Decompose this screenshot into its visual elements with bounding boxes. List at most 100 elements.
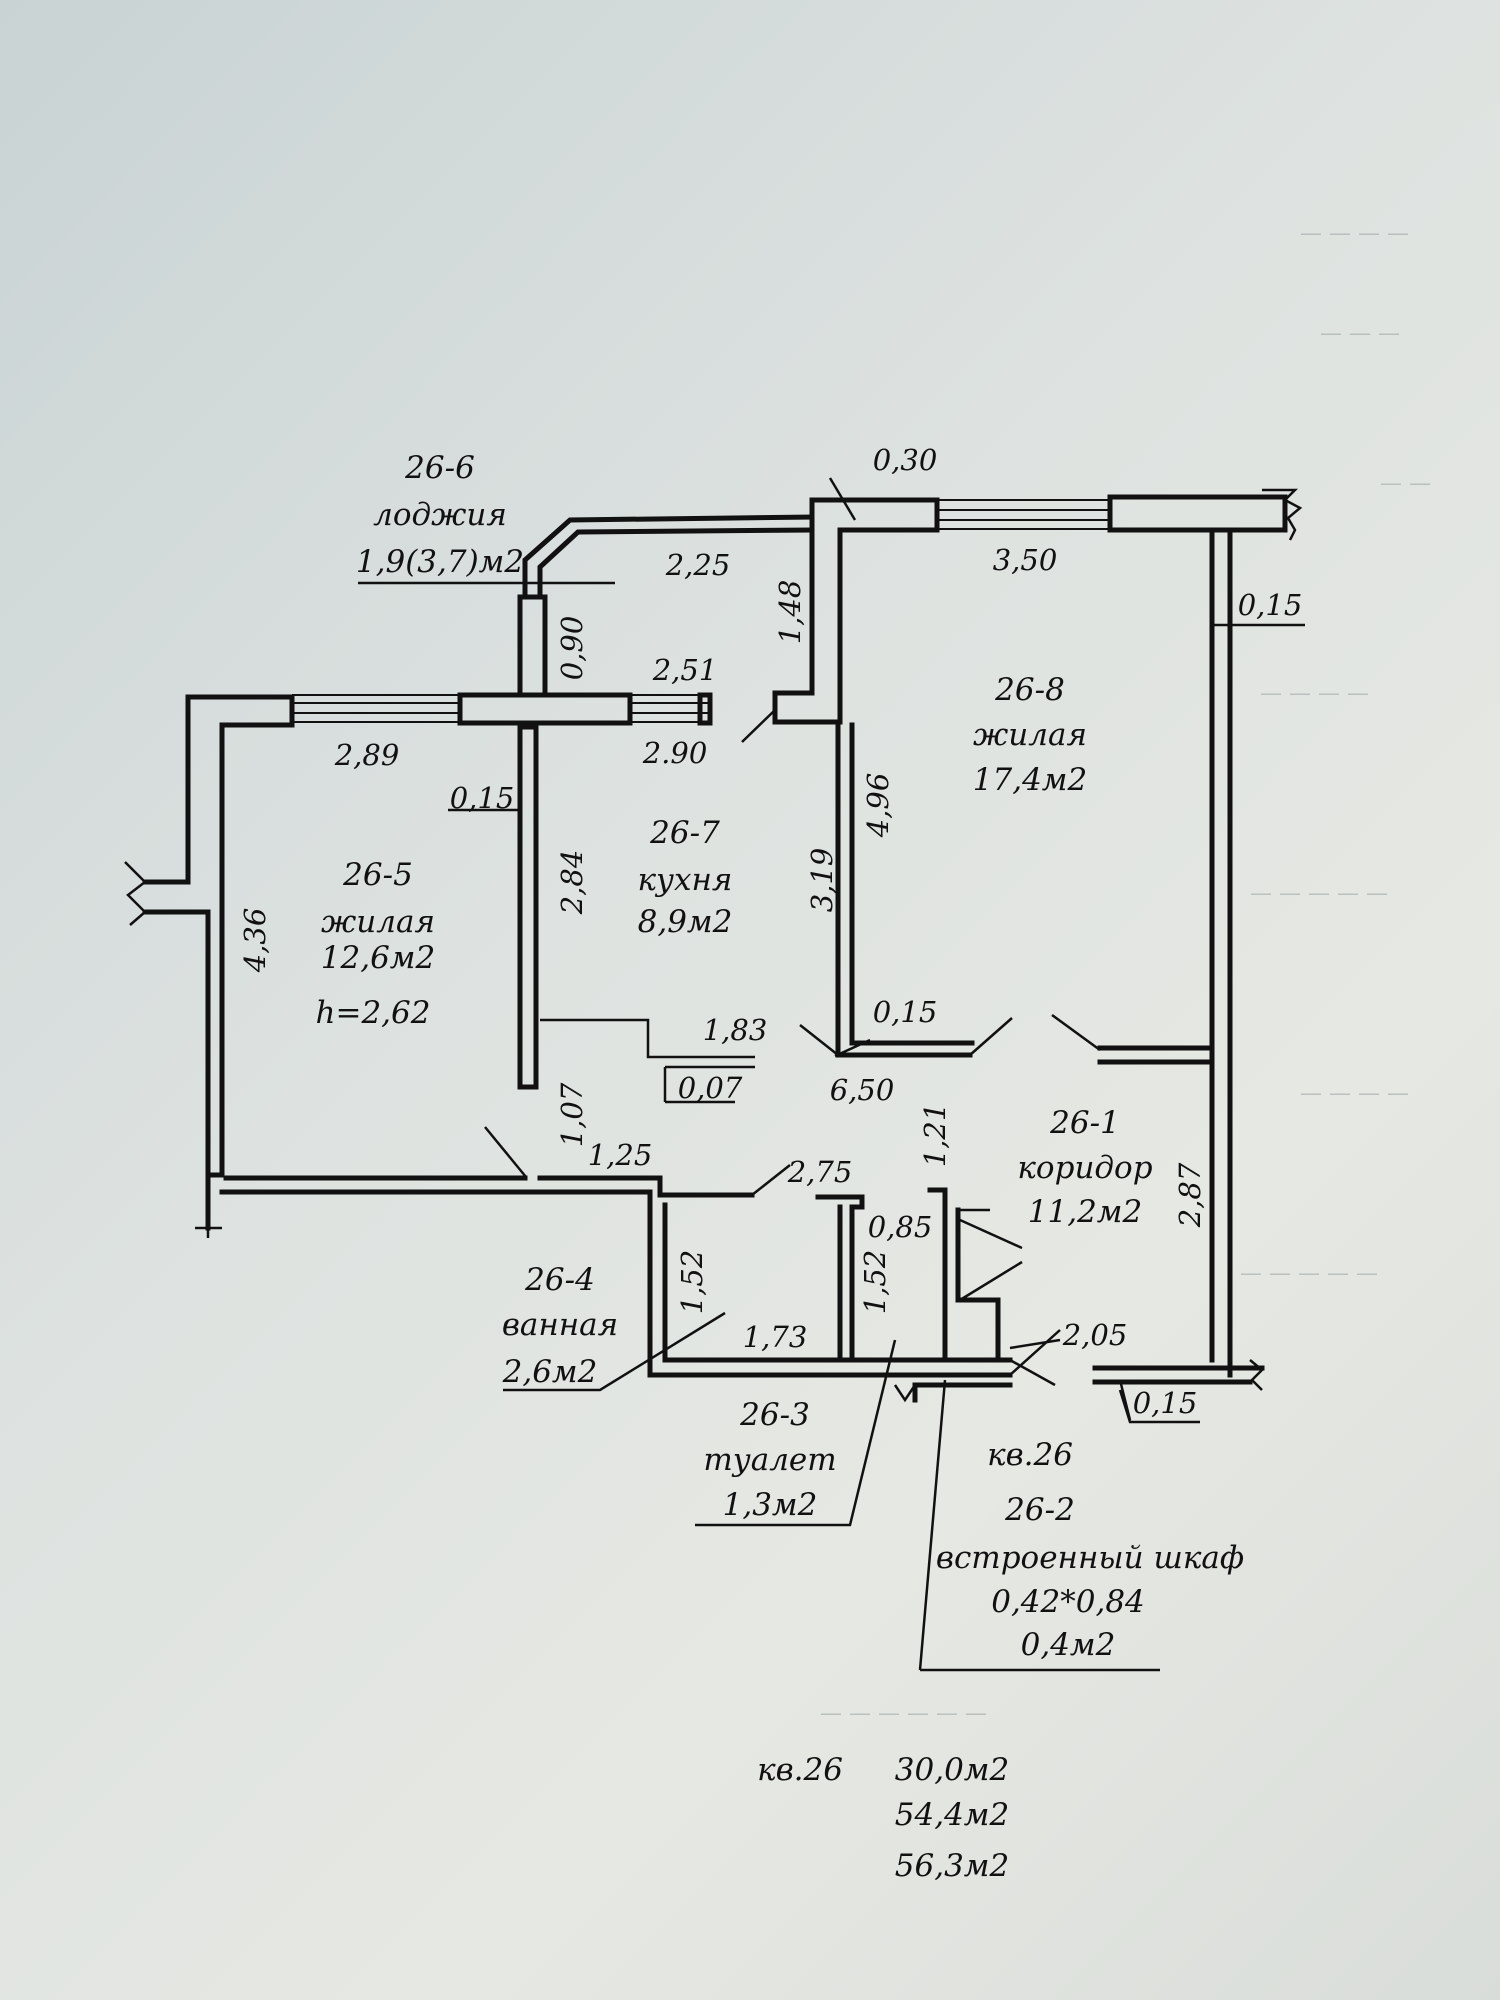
door-swing [959,1218,1023,1250]
room-id: 26-4 [524,1262,595,1298]
dimension: 6,50 [830,1073,895,1107]
dimension: 2,89 [334,738,400,772]
dimension: 2,87 [1173,1162,1207,1228]
room-id: 26-3 [739,1397,810,1433]
dimension: 4,36 [238,908,272,974]
closet-wall [927,1187,1001,1363]
wall-pier [1107,494,1288,533]
window [937,499,1110,530]
left-wall-outer [142,909,211,1231]
summary-label: кв.26 [757,1752,843,1788]
dimension: 3,19 [805,848,839,913]
doors [484,709,1101,1387]
window [292,694,460,723]
door-swing [799,1024,839,1056]
room-26-2: 26-2 встроенный шкаф 0,42*0,84 0,4м2 [936,1492,1244,1663]
room-id: 26-5 [342,857,413,893]
loggia-wall-inner [537,527,815,598]
room-name: жилая [321,904,435,940]
room-id: 26-2 [1004,1492,1075,1528]
entry-wall [912,1382,1013,1403]
wall-pier [517,594,548,698]
svg-text:— — — —: — — — — [1300,1081,1409,1106]
summary-value: 56,3м2 [895,1848,1009,1884]
svg-text:— — — — —: — — — — — [1240,1261,1378,1286]
loggia-wall [522,514,815,598]
dimension: 0,15 [450,781,515,815]
room-name: встроенный шкаф [936,1540,1244,1576]
dimension: 1,48 [773,580,807,645]
bleed-through-background: — — — — — — — — — — — — — — — — — — — — … [820,221,1431,1726]
dimension: 1,73 [743,1320,808,1354]
bathroom-wall-inner [662,1202,1013,1363]
room-26-4: 26-4 ванная 2,6м2 [502,1262,619,1390]
room-area: 0,4м2 [1021,1627,1116,1663]
room-26-7: 26-7 кухня 8,9м2 [638,815,733,940]
room-26-1: 26-1 коридор 11,2м2 [1017,1105,1152,1230]
room-name: жилая [973,717,1087,753]
door-swing [959,1260,1023,1302]
dimension: 1,52 [675,1250,709,1315]
dimension: 1,07 [555,1082,589,1147]
walls [142,494,1288,1403]
partition-wall [517,724,539,1090]
wall-pier [772,497,940,725]
room-name: коридор [1017,1150,1152,1186]
svg-text:— — — — — —: — — — — — — [820,1701,987,1726]
svg-text:— — —: — — — [1320,321,1400,346]
room-name: туалет [703,1442,836,1478]
kitchen-counter [540,1018,755,1059]
apartment-number: кв.26 [987,1437,1073,1473]
dimension: 0,07 [678,1071,743,1105]
door-swing [1051,1013,1101,1052]
dimension: 0,85 [868,1210,933,1244]
room-dims: 0,42*0,84 [991,1584,1145,1620]
dimension: 1,83 [703,1013,768,1047]
room-area: 17,4м2 [973,762,1087,798]
door-swing [1009,1329,1061,1376]
dimension: 0,15 [1133,1386,1198,1420]
room-name: кухня [638,862,733,898]
summary-value: 30,0м2 [895,1752,1009,1788]
dimension: 2.90 [642,736,708,770]
svg-text:— — — — —: — — — — — [1250,881,1388,906]
dimension: 1,25 [588,1138,653,1172]
room-area: 1,9(3,7)м2 [356,544,524,580]
room-height: h=2,62 [316,995,431,1031]
break-marks [124,488,1303,1403]
room-area: 11,2м2 [1028,1194,1142,1230]
bottom-wall [1092,1365,1265,1385]
dimension: 0,90 [555,616,589,681]
dimension: 1,52 [858,1250,892,1315]
apartment-label: кв.26 [987,1437,1073,1473]
partition-wall [849,722,975,1046]
svg-text:— —: — — [1380,471,1431,496]
room-id: 26-7 [649,815,720,851]
leader-lines [358,477,1305,1672]
door-swing [751,1164,791,1196]
dimension: 0,30 [873,443,938,477]
dimension: 4,96 [861,773,895,839]
room-26-6: 26-6 лоджия 1,9(3,7)м2 [356,450,524,580]
room-name: лоджия [373,497,507,533]
dimension: 0,15 [873,995,938,1029]
dimensions: 0,30 2,25 3,50 0,15 1,48 0,90 2,51 2,89 … [238,443,1302,1420]
wall-pier [457,692,633,726]
room-area: 8,9м2 [638,904,733,940]
dimension: 2,75 [787,1155,853,1189]
left-wall-inner [207,722,295,1178]
summary-value: 54,4м2 [895,1797,1009,1833]
room-id: 26-1 [1049,1105,1120,1141]
door-swing [969,1017,1013,1056]
room-26-8: 26-8 жилая 17,4м2 [973,672,1087,798]
dimension: 0,15 [1238,588,1303,622]
window [630,692,713,726]
room-area: 1,3м2 [723,1487,818,1523]
dimension: 2,25 [665,548,731,582]
room-area: 2,6м2 [502,1354,598,1390]
door-swing [1009,1358,1056,1387]
dimension: 2,05 [1062,1318,1128,1352]
room-id: 26-6 [404,450,475,486]
